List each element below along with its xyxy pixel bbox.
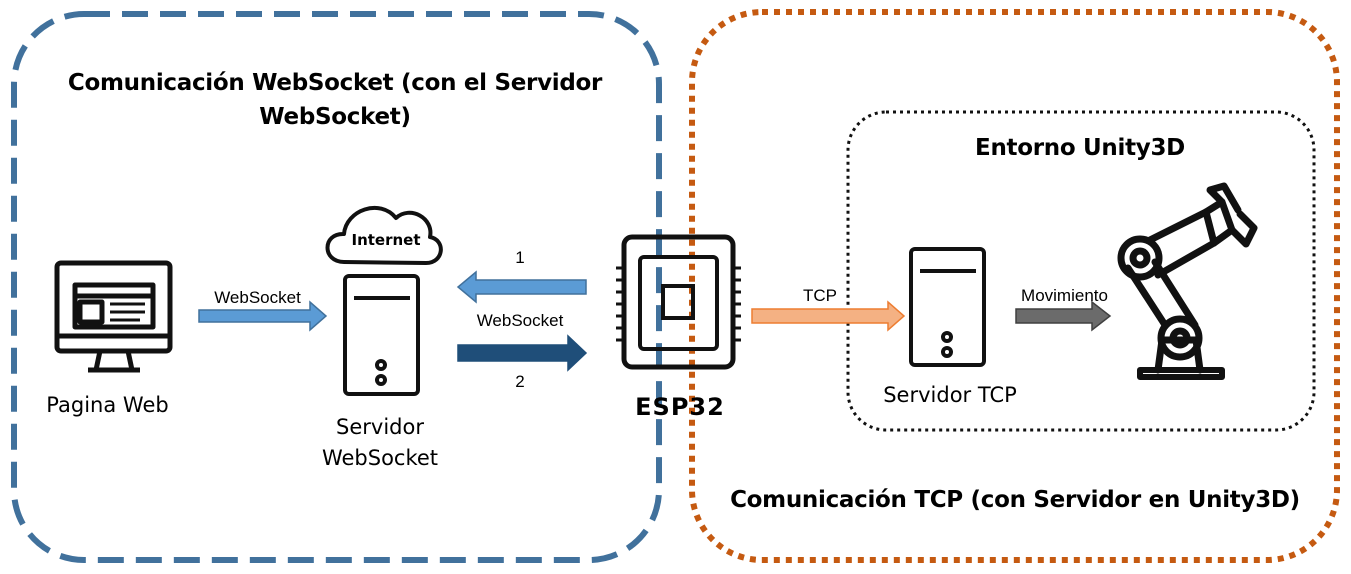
unity-region-title: Entorno Unity3D bbox=[975, 135, 1185, 161]
arrow-server-to-esp bbox=[457, 334, 588, 372]
web-page-label: Pagina Web bbox=[46, 393, 169, 417]
internet-label: Internet bbox=[351, 231, 421, 249]
websocket-region-title: Comunicación WebSocket (con el Servidor … bbox=[67, 70, 603, 130]
tcp-region-border bbox=[689, 9, 1340, 563]
websocket-region-border bbox=[11, 11, 662, 563]
esp32-label: ESP32 bbox=[635, 393, 725, 421]
robot-arm-icon bbox=[1117, 182, 1258, 380]
tcp-edge-label: TCP bbox=[803, 286, 837, 305]
websocket-mid-label: WebSocket bbox=[476, 311, 564, 330]
unity-region-border bbox=[846, 110, 1316, 432]
websocket-edge-label: WebSocket bbox=[214, 288, 301, 307]
arrow-movement bbox=[1015, 300, 1112, 332]
arrow-tcp bbox=[751, 300, 906, 332]
monitor-icon bbox=[54, 260, 173, 373]
tcp-server-label: Servidor TCP bbox=[883, 383, 1017, 407]
movement-edge-label: Movimiento bbox=[1021, 286, 1108, 305]
esp32-chip-icon bbox=[616, 234, 741, 370]
cloud-icon bbox=[325, 206, 443, 265]
arrow-esp-to-server bbox=[456, 270, 587, 304]
edge-number-2: 2 bbox=[515, 372, 525, 391]
tcp-server-icon bbox=[909, 247, 986, 367]
websocket-server-label: Servidor WebSocket bbox=[321, 415, 439, 470]
arrow-web-to-server bbox=[198, 300, 328, 332]
edge-number-1: 1 bbox=[515, 248, 525, 267]
tcp-region-title: Comunicación TCP (con Servidor en Unity3… bbox=[730, 487, 1300, 513]
websocket-server-icon bbox=[343, 274, 420, 396]
